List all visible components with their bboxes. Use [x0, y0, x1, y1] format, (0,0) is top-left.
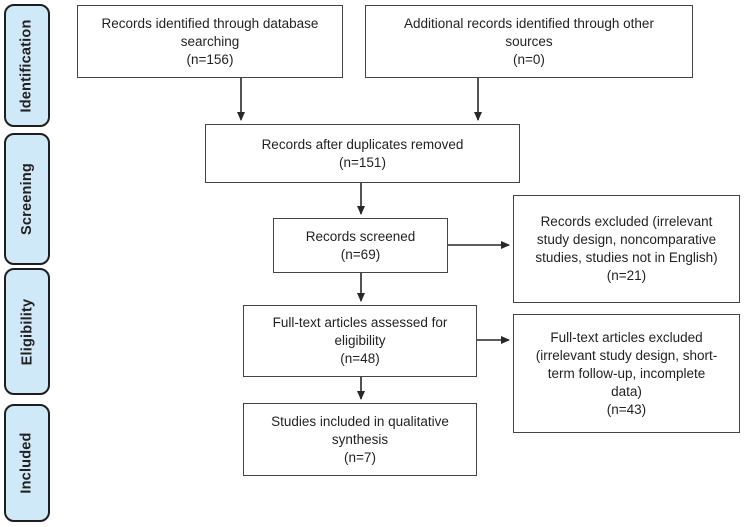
- stage-eligibility-label: Eligibility: [19, 298, 35, 365]
- box-records-after-duplicates: Records after duplicates removed (n=151): [205, 124, 520, 183]
- box-fulltext-assessed: Full-text articles assessed for eligibil…: [243, 305, 477, 377]
- stage-included: Included: [4, 404, 50, 522]
- box-studies-included-qualitative: Studies included in qualitative synthesi…: [243, 403, 477, 476]
- box-records-excluded: Records excluded (irrelevant study desig…: [513, 195, 740, 303]
- box-fulltext-excluded: Full-text articles excluded (irrelevant …: [513, 314, 740, 433]
- stage-identification-label: Identification: [19, 18, 35, 113]
- box-records-identified-database: Records identified through database sear…: [77, 5, 343, 78]
- stage-included-label: Included: [19, 432, 35, 494]
- stage-identification: Identification: [4, 4, 50, 127]
- stage-screening-label: Screening: [19, 163, 36, 235]
- stage-screening: Screening: [4, 133, 50, 265]
- box-additional-records-other-sources: Additional records identified through ot…: [365, 5, 693, 78]
- box-records-screened: Records screened (n=69): [273, 218, 448, 273]
- stage-eligibility: Eligibility: [4, 268, 50, 395]
